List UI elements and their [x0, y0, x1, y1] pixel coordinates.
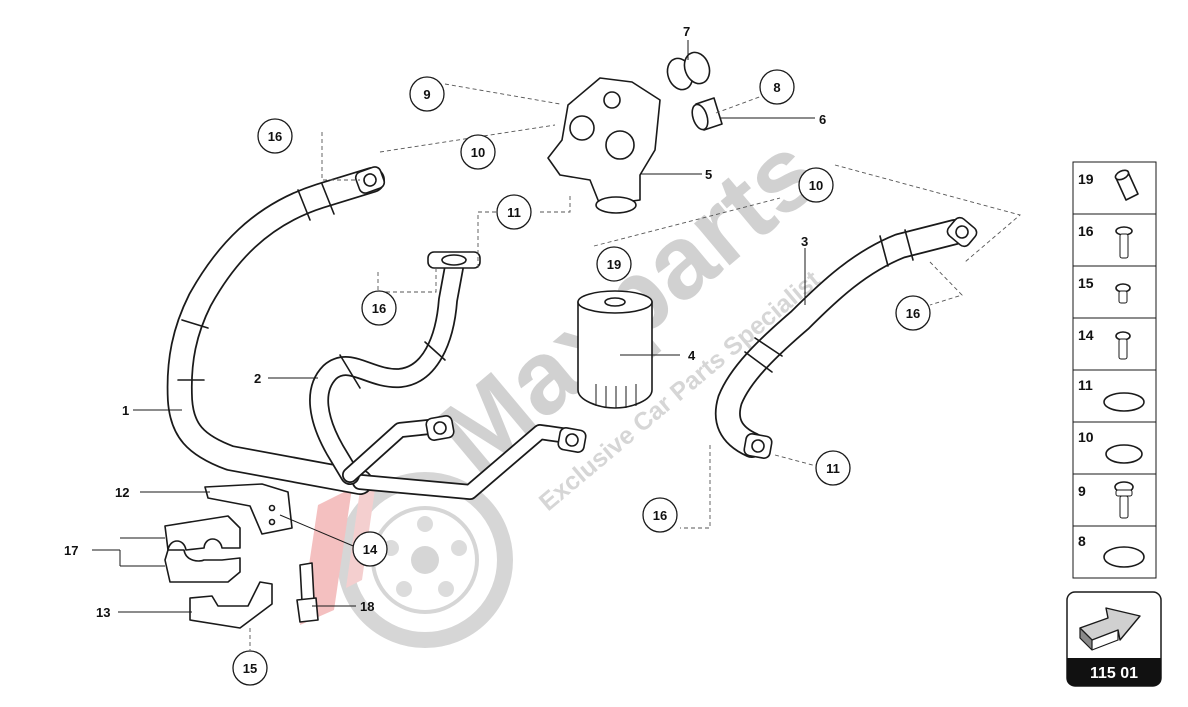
side-item-19[interactable]: 19 — [1072, 161, 1157, 215]
svg-text:9: 9 — [423, 87, 430, 102]
side-item-10[interactable]: 10 — [1072, 421, 1157, 475]
label-5[interactable]: 5 — [705, 167, 712, 182]
part-18-sensor — [296, 562, 319, 623]
label-7[interactable]: 7 — [683, 24, 690, 39]
part-2-oil-pipe — [309, 251, 481, 485]
svg-text:11: 11 — [1078, 377, 1093, 393]
part-17-clamp-halves — [164, 515, 241, 583]
leader-lines — [92, 40, 815, 613]
part-5-oil-filter-housing — [547, 77, 661, 214]
side-item-16[interactable]: 16 — [1072, 213, 1157, 267]
side-item-15[interactable]: 15 — [1072, 265, 1157, 319]
svg-text:16: 16 — [906, 306, 920, 321]
side-item-9[interactable]: 9 — [1072, 473, 1157, 527]
seal-ring-icon — [1105, 444, 1143, 464]
svg-text:16: 16 — [372, 301, 386, 316]
callout-16[interactable]: 16 — [895, 295, 931, 331]
page-reference-label: 115 01 — [1090, 665, 1138, 682]
label-12[interactable]: 12 — [115, 485, 129, 500]
part-7-seal-rings — [666, 51, 711, 91]
svg-text:16: 16 — [653, 508, 667, 523]
dashed-reference-lines — [249, 83, 1021, 650]
side-item-8[interactable]: 8 — [1072, 525, 1157, 579]
callout-16[interactable]: 16 — [361, 290, 397, 326]
bolt-icon — [1115, 226, 1133, 259]
callout-15[interactable]: 15 — [232, 650, 268, 686]
svg-text:11: 11 — [507, 205, 521, 220]
label-18[interactable]: 18 — [360, 599, 374, 614]
svg-text:8: 8 — [773, 80, 780, 95]
page-reference-box[interactable]: 115 01 — [1066, 591, 1162, 687]
callout-9[interactable]: 9 — [409, 76, 445, 112]
svg-text:15: 15 — [1078, 275, 1094, 291]
side-item-14[interactable]: 14 — [1072, 317, 1157, 371]
callout-11[interactable]: 11 — [496, 194, 532, 230]
label-3[interactable]: 3 — [801, 234, 808, 249]
callout-10[interactable]: 10 — [460, 134, 496, 170]
seal-ring-icon — [1103, 392, 1145, 412]
bolt-icon — [1115, 283, 1131, 304]
svg-text:10: 10 — [471, 145, 485, 160]
svg-text:11: 11 — [826, 461, 840, 476]
label-1[interactable]: 1 — [122, 403, 129, 418]
svg-text:10: 10 — [809, 178, 823, 193]
label-4[interactable]: 4 — [688, 348, 696, 363]
seal-ring-icon — [1103, 546, 1145, 568]
part-1-oil-hose — [166, 164, 588, 500]
svg-text:19: 19 — [1078, 171, 1094, 187]
callout-14[interactable]: 14 — [352, 531, 388, 567]
callout-19[interactable]: 19 — [596, 246, 632, 282]
label-13[interactable]: 13 — [96, 605, 110, 620]
label-2[interactable]: 2 — [254, 371, 261, 386]
part-3-oil-hose — [714, 214, 980, 460]
svg-text:16: 16 — [1078, 223, 1094, 239]
svg-text:10: 10 — [1078, 429, 1094, 445]
svg-text:16: 16 — [268, 129, 282, 144]
part-12-bracket — [204, 483, 293, 535]
next-page-arrow-icon — [1079, 607, 1141, 651]
bolt-icon — [1115, 331, 1131, 360]
svg-text:9: 9 — [1078, 483, 1086, 499]
svg-text:8: 8 — [1078, 533, 1086, 549]
svg-text:14: 14 — [1078, 327, 1094, 343]
callout-11[interactable]: 11 — [815, 450, 851, 486]
part-6-sleeve — [691, 97, 723, 131]
side-panel: 19 16 15 14 — [1072, 161, 1157, 579]
callout-16[interactable]: 16 — [642, 497, 678, 533]
label-6[interactable]: 6 — [819, 112, 826, 127]
callout-16[interactable]: 16 — [257, 118, 293, 154]
part-4-oil-filter — [577, 290, 653, 409]
svg-text:15: 15 — [243, 661, 257, 676]
part-13-holder — [189, 581, 273, 629]
callout-10[interactable]: 10 — [798, 167, 834, 203]
side-item-11[interactable]: 11 — [1072, 369, 1157, 423]
callout-8[interactable]: 8 — [759, 69, 795, 105]
svg-text:14: 14 — [363, 542, 378, 557]
banjo-bolt-icon — [1114, 481, 1134, 519]
label-17[interactable]: 17 — [64, 543, 78, 558]
sleeve-icon — [1114, 169, 1139, 201]
svg-text:19: 19 — [607, 257, 621, 272]
